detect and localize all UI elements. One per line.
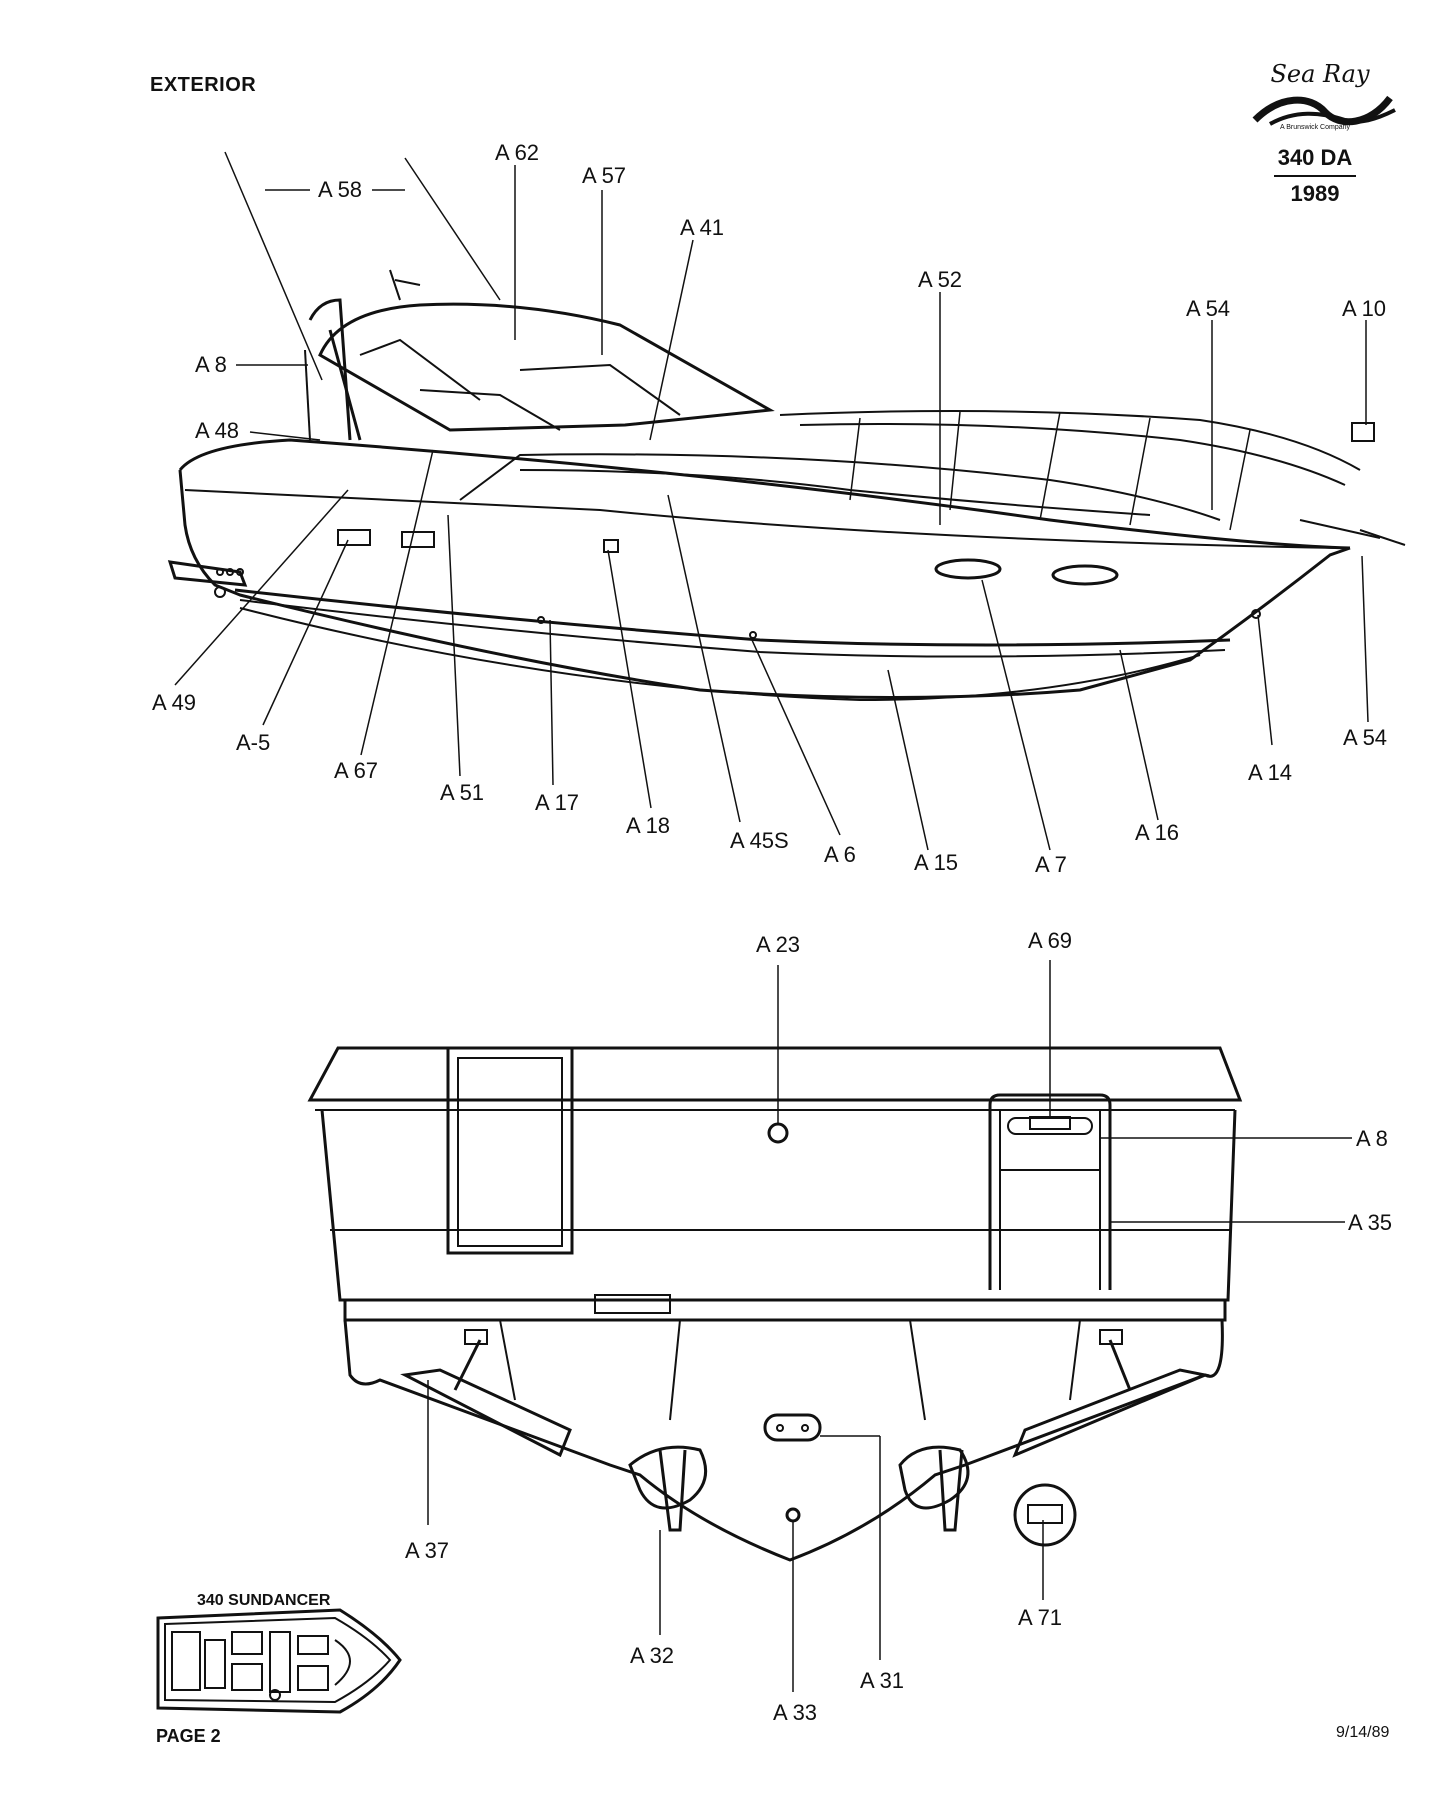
year-label: 1989: [1290, 181, 1340, 206]
callout-a69: A 69: [1028, 928, 1072, 953]
callout-a18: A 18: [626, 813, 670, 838]
callout-a35: A 35: [1348, 1210, 1392, 1235]
callout-a10: A 10: [1342, 296, 1386, 321]
rear-view-leaders: [427, 960, 1352, 1692]
callout-a45s: A 45S: [730, 828, 789, 853]
callout-a41: A 41: [680, 215, 724, 240]
callout-a67: A 67: [334, 758, 378, 783]
revision-date: 9/14/89: [1336, 1724, 1390, 1741]
rear-view-labels: A 23 A 69 A 8 A 35 A 37 A 32 A 33 A 31 A…: [405, 928, 1392, 1725]
callout-a57: A 57: [582, 163, 626, 188]
callout-a5: A-5: [236, 730, 270, 755]
callout-a48: A 48: [195, 418, 239, 443]
side-view-leaders: [174, 151, 1369, 851]
callout-a16: A 16: [1135, 820, 1179, 845]
brand-logo: Sea Ray A Brunswick Company 340 DA 1989: [1230, 60, 1400, 207]
callout-a8-side: A 8: [195, 352, 227, 377]
callout-a14: A 14: [1248, 760, 1292, 785]
callout-a62: A 62: [495, 140, 539, 165]
model-divider: [1274, 175, 1356, 177]
callout-a33: A 33: [773, 1700, 817, 1725]
side-view-labels: A 58 A 62 A 57 A 41 A 52 A 54 A 10 A 8 A…: [152, 140, 1387, 877]
callout-a54-bottom: A 54: [1343, 725, 1387, 750]
inset-title: 340 SUNDANCER: [197, 1592, 331, 1609]
callout-a58: A 58: [318, 177, 362, 202]
page-number: PAGE 2: [156, 1726, 221, 1746]
callout-a23: A 23: [756, 932, 800, 957]
callout-a17: A 17: [535, 790, 579, 815]
callout-a7: A 7: [1035, 852, 1067, 877]
callout-a32: A 32: [630, 1643, 674, 1668]
callout-a37: A 37: [405, 1538, 449, 1563]
brand-swoosh-icon: [1252, 95, 1396, 126]
brand-subtitle: A Brunswick Company: [1279, 124, 1351, 131]
callout-a49: A 49: [152, 690, 196, 715]
callout-a54-top: A 54: [1186, 296, 1230, 321]
side-view-boat: [167, 269, 1406, 702]
callout-a8-rear: A 8: [1356, 1126, 1388, 1151]
model-label: 340 DA: [1277, 145, 1353, 170]
callout-a51: A 51: [440, 780, 484, 805]
callout-a15: A 15: [914, 850, 958, 875]
callout-a52: A 52: [918, 267, 962, 292]
callout-a6: A 6: [824, 842, 856, 867]
sundancer-floorplan-inset: [156, 1608, 402, 1714]
section-title: EXTERIOR: [150, 74, 257, 96]
brand-script-text: Sea Ray: [1270, 60, 1370, 88]
callout-a71: A 71: [1018, 1605, 1062, 1630]
rear-view-transom: [307, 1046, 1243, 1562]
callout-a31: A 31: [860, 1668, 904, 1693]
